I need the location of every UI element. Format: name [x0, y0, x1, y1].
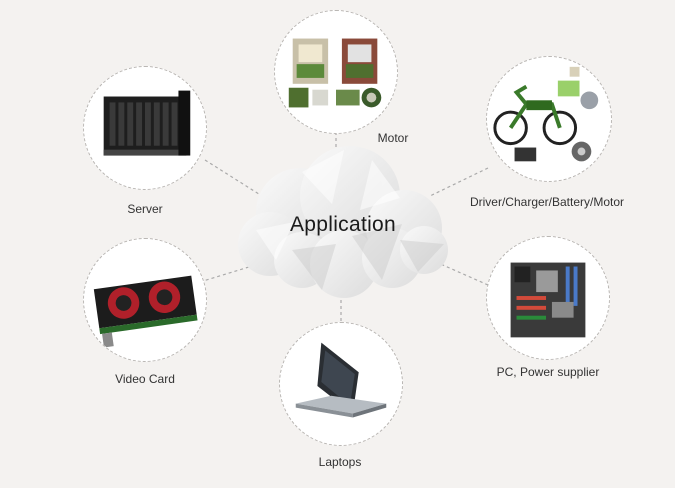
pc-node [486, 236, 610, 360]
laptop-node [279, 322, 403, 446]
motor-components-icon [288, 38, 382, 108]
pc-label: PC, Power supplier [496, 365, 600, 379]
electric-bike-icon [493, 66, 599, 162]
connector-ebike [429, 167, 489, 197]
server-rack-icon [103, 90, 191, 156]
motor-node [274, 10, 398, 134]
connector-server [204, 159, 263, 197]
laptop-icon [295, 342, 387, 418]
motor-label: Motor [377, 131, 409, 145]
video-label: Video Card [115, 372, 175, 386]
ebike-node [486, 56, 612, 182]
laptop-label: Laptops [318, 455, 362, 469]
application-title: Application [289, 213, 397, 236]
application-cloud: Application [232, 140, 454, 302]
motherboard-icon [510, 262, 586, 338]
server-label: Server [127, 202, 163, 216]
ebike-label: Driver/Charger/Battery/Motor [469, 195, 625, 209]
cloud-shape [238, 146, 448, 298]
graphics-card-icon [93, 275, 198, 348]
server-node [83, 66, 207, 190]
video-node [83, 238, 207, 362]
